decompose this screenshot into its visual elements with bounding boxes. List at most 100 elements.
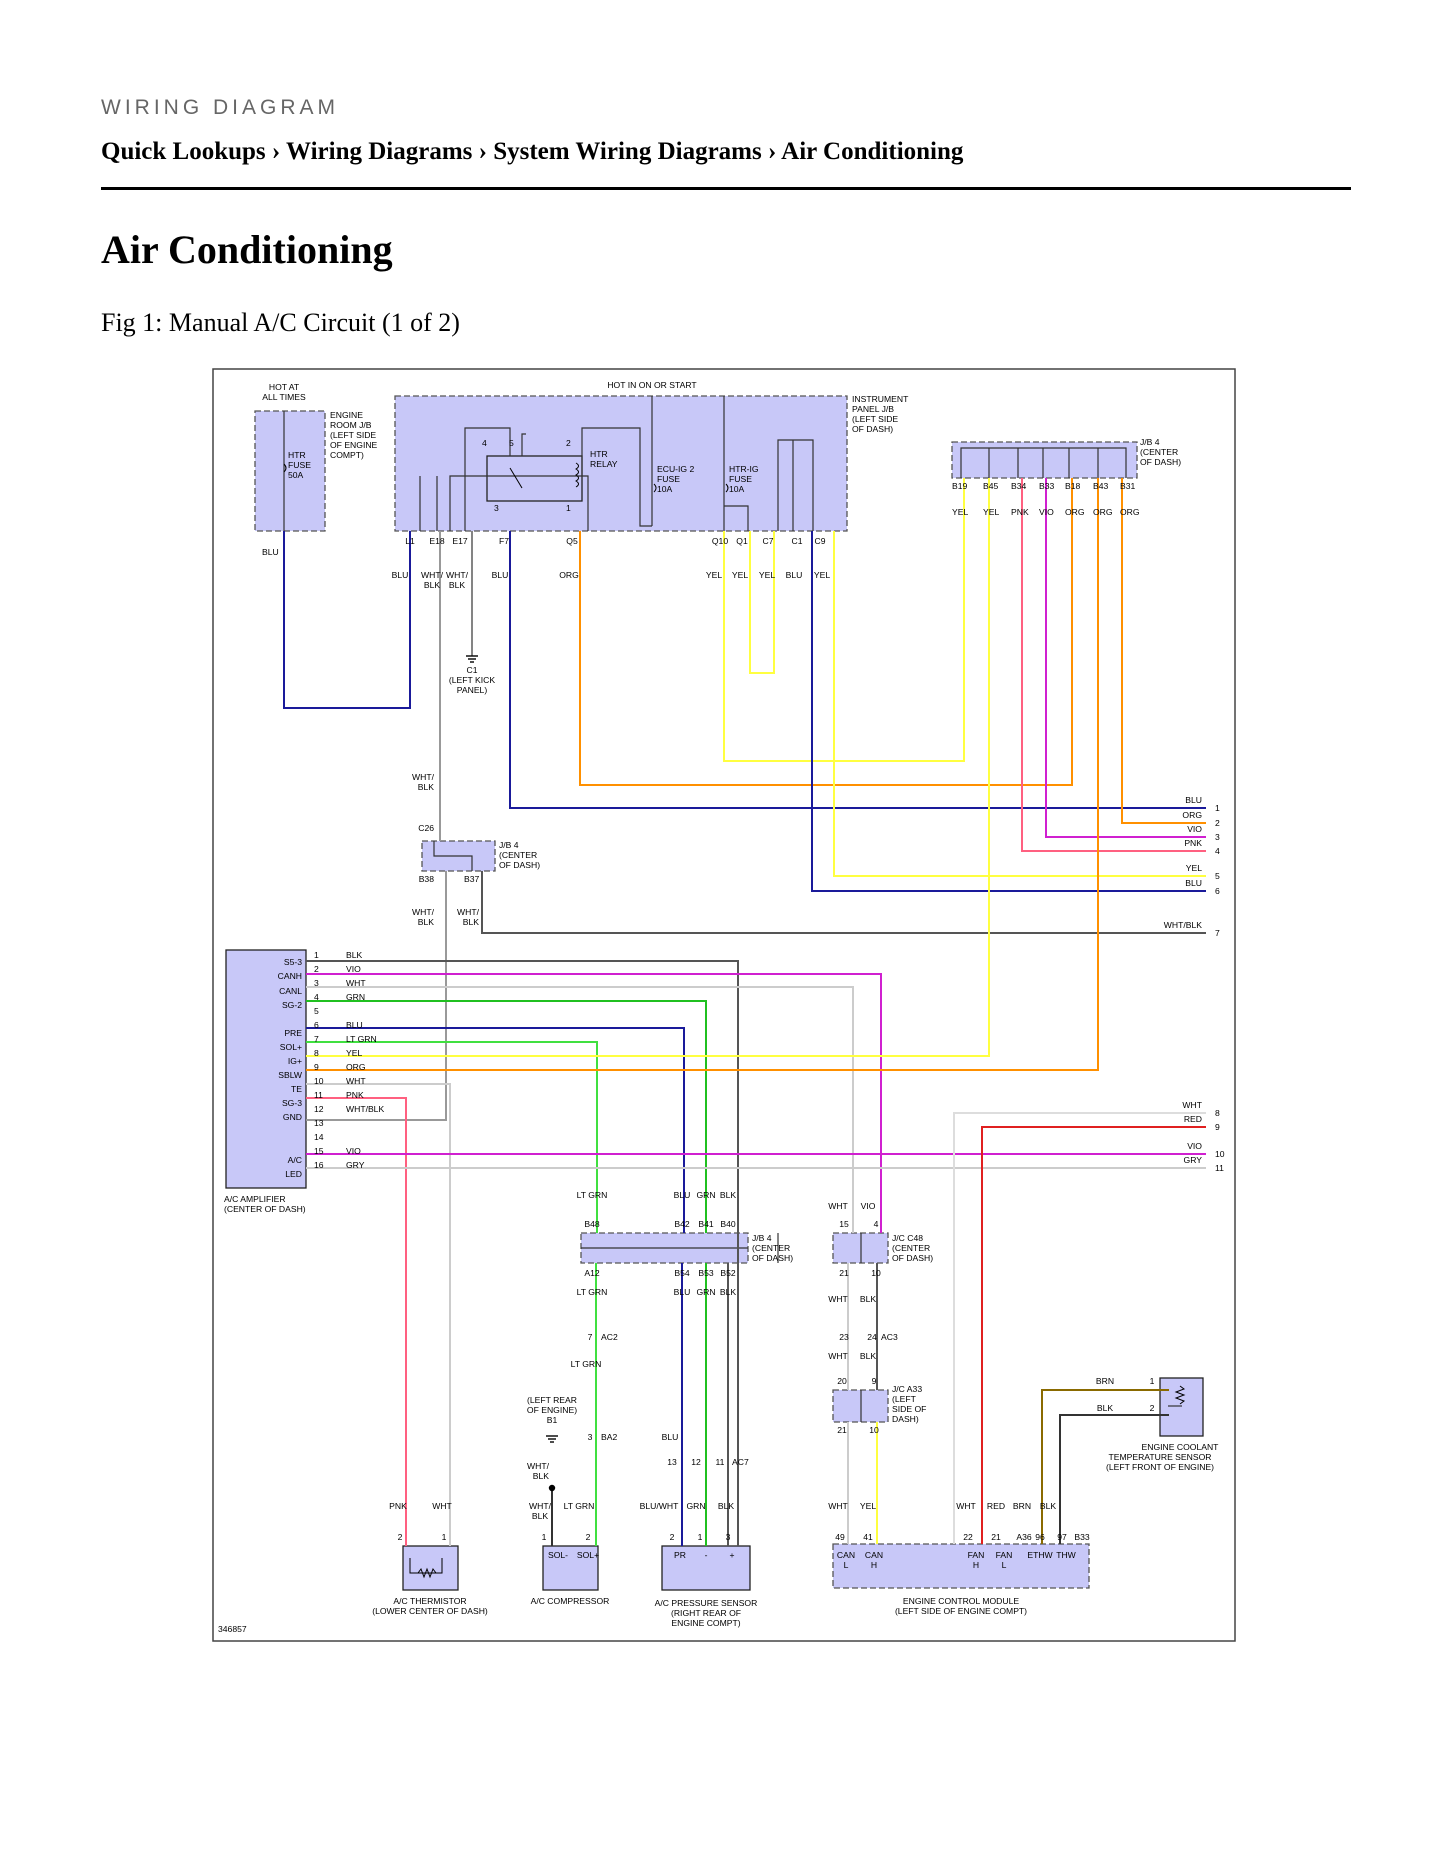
internal-wiring	[283, 396, 1182, 1422]
jc-c48-pin-10: 10	[871, 1268, 881, 1278]
bottom-color-1: WHT	[432, 1501, 452, 1511]
label-left-rear-1: OF ENGINE)	[527, 1405, 577, 1415]
jb4-lower-bottom-color-3: BLK	[720, 1287, 737, 1297]
bottom-color-2: WHT/	[529, 1501, 552, 1511]
label-ecu-ig2-0: ECU-IG 2	[657, 464, 694, 474]
ect-name: ENGINE COOLANT TEMPERATURE SENSOR (LEFT …	[1106, 1442, 1219, 1472]
bottom-color-7: BLK	[718, 1501, 735, 1511]
ipjb-color-1: WHT/	[421, 570, 444, 580]
label-jb4-top-2: OF DASH)	[1140, 457, 1181, 467]
amp-term-0: S5-3	[284, 957, 302, 967]
right-edge-color-7: WHT/BLK	[1164, 920, 1202, 930]
jb4-top-pin-B31: B31	[1120, 481, 1136, 491]
relay-pin-5: 5	[509, 438, 514, 448]
label-b37: B37	[464, 874, 480, 884]
bottom-color-10: WHT	[956, 1501, 976, 1511]
label-jc-a33-1: (LEFT	[892, 1394, 917, 1404]
label-htr-fuse-1: FUSE	[288, 460, 311, 470]
right-edge-pin-6: 6	[1215, 886, 1220, 896]
amp-pin-1: 1	[314, 950, 319, 960]
amp-term-7: SBLW	[278, 1070, 303, 1080]
label-c1-0: C1	[467, 665, 478, 675]
amp-wire-11: VIO	[346, 1146, 361, 1156]
ipjb-pin-L1: L1	[405, 536, 415, 546]
amp-pin-15: 15	[314, 1146, 324, 1156]
relay-pin-4: 4	[482, 438, 487, 448]
jb4-top-pin-B43: B43	[1093, 481, 1109, 491]
jc-a33-pin-21: 21	[837, 1425, 847, 1435]
label-hot-at: HOT AT	[269, 382, 300, 392]
ecm-term-4: FAN	[968, 1550, 985, 1560]
label-b37-blk: BLK	[463, 917, 480, 927]
jc-c48-pin-4: 4	[874, 1219, 879, 1229]
label-c1-2: PANEL)	[457, 685, 488, 695]
amp-pin-3: 3	[314, 978, 319, 988]
jc-c48-bottom-wht: WHT	[828, 1294, 848, 1304]
ac2-color: LT GRN	[571, 1359, 602, 1369]
label-ipjb-3: OF DASH)	[852, 424, 893, 434]
label-amplifier-1: (CENTER OF DASH)	[224, 1204, 306, 1214]
jb4-lower-bottom-pin-A12: A12	[584, 1268, 600, 1278]
label-ect-2: (LEFT FRONT OF ENGINE)	[1106, 1462, 1214, 1472]
label-jb4-low-2: OF DASH)	[752, 1253, 793, 1263]
label-jb4-top-1: (CENTER	[1140, 447, 1178, 457]
amp-term-1: CANH	[278, 971, 302, 981]
ba2-label: BA2	[601, 1432, 617, 1442]
jb4-top-pin-B33: B33	[1039, 481, 1055, 491]
label-htr-ig-1: FUSE	[729, 474, 752, 484]
bottom-component-names: A/C THERMISTOR (LOWER CENTER OF DASH) A/…	[218, 1596, 1027, 1634]
ipjb-pin-E18: E18	[429, 536, 445, 546]
ecm-pin-1: 41	[863, 1532, 873, 1542]
amp-term-3: SG-2	[282, 1000, 302, 1010]
ecm-term-9: THW	[1056, 1550, 1076, 1560]
jb4-lower-top-color-3: BLK	[720, 1190, 737, 1200]
ecm-pin-3: 21	[991, 1532, 1001, 1542]
ac7-pin-11: 11	[716, 1457, 725, 1467]
wiring-diagram: HOT AT ALL TIMES ENGINE ROOM J/B (LEFT S…	[212, 368, 1236, 1642]
label-jb4-top-0: J/B 4	[1140, 437, 1160, 447]
jb4-lower-top-color-1: BLU	[674, 1190, 691, 1200]
right-edge-color-8: WHT	[1182, 1100, 1202, 1110]
amp-wire-8: WHT	[346, 1076, 366, 1086]
ect-wire-blk: BLK	[1097, 1403, 1114, 1413]
jb4-lower-bottom-pin-B53: B53	[698, 1268, 714, 1278]
jb4-top-pin-B45: B45	[983, 481, 999, 491]
jb4-lower-top-pin-B42: B42	[674, 1219, 690, 1229]
amp-pin-6: 6	[314, 1020, 319, 1030]
amp-pin-5: 5	[314, 1006, 319, 1016]
breadcrumb[interactable]: Quick Lookups › Wiring Diagrams › System…	[101, 138, 964, 165]
amp-term-10: GND	[283, 1112, 302, 1122]
jb4-top-pin-B34: B34	[1011, 481, 1027, 491]
ipjb-labels: HOT IN ON OR START INSTRUMENT PANEL J/B …	[482, 380, 909, 513]
amp-pin-12: 12	[314, 1104, 324, 1114]
jb4-lower-top-pin-B48: B48	[584, 1219, 600, 1229]
ecm-pin-7: B33	[1074, 1532, 1090, 1542]
ipjb-color-2: BLK	[424, 580, 441, 590]
bottom-color-0: PNK	[389, 1501, 407, 1511]
amp-pin-2: 2	[314, 964, 319, 974]
ipjb-color-4: BLK	[449, 580, 466, 590]
jb4-top-color-4: ORG	[1065, 507, 1085, 517]
bottom-color-11: RED	[987, 1501, 1005, 1511]
amp-pin-9: 9	[314, 1062, 319, 1072]
label-htr-ig-2: 10A	[729, 484, 745, 494]
label-htr-relay-1: RELAY	[590, 459, 618, 469]
ac3-label: AC3	[881, 1332, 898, 1342]
ipjb-pin-C1: C1	[792, 536, 803, 546]
label-b37-wht: WHT/	[457, 907, 480, 917]
jb4-top-pin-B19: B19	[952, 481, 968, 491]
relay-pin-3: 3	[494, 503, 499, 513]
bottom-color-13: BLK	[1040, 1501, 1057, 1511]
label-b38-blk: BLK	[418, 917, 435, 927]
label-c26: C26	[418, 823, 434, 833]
jb4-top-color-5: ORG	[1093, 507, 1113, 517]
ipjb-color-11: YEL	[814, 570, 830, 580]
compressor-term-sol-plus: SOL+	[577, 1550, 599, 1560]
label-c26-wht: WHT/	[412, 772, 435, 782]
label-c1-1: (LEFT KICK	[449, 675, 495, 685]
